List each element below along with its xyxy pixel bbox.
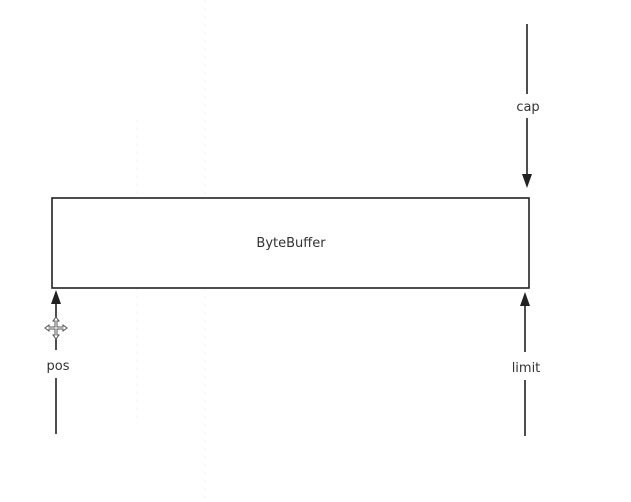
pos-pointer[interactable]: pos bbox=[47, 290, 70, 434]
cap-arrow-head-icon bbox=[522, 174, 532, 188]
bytebuffer-label: ByteBuffer bbox=[256, 236, 326, 251]
limit-pointer[interactable]: limit bbox=[512, 292, 541, 436]
limit-label: limit bbox=[512, 361, 541, 376]
move-cursor-icon bbox=[44, 316, 68, 340]
pos-arrow-head-icon bbox=[51, 290, 61, 304]
limit-arrow-head-icon bbox=[520, 292, 530, 306]
pos-label: pos bbox=[47, 359, 70, 374]
bytebuffer-box[interactable] bbox=[51, 197, 530, 289]
cap-pointer[interactable]: cap bbox=[516, 24, 540, 188]
cap-label: cap bbox=[516, 100, 539, 115]
